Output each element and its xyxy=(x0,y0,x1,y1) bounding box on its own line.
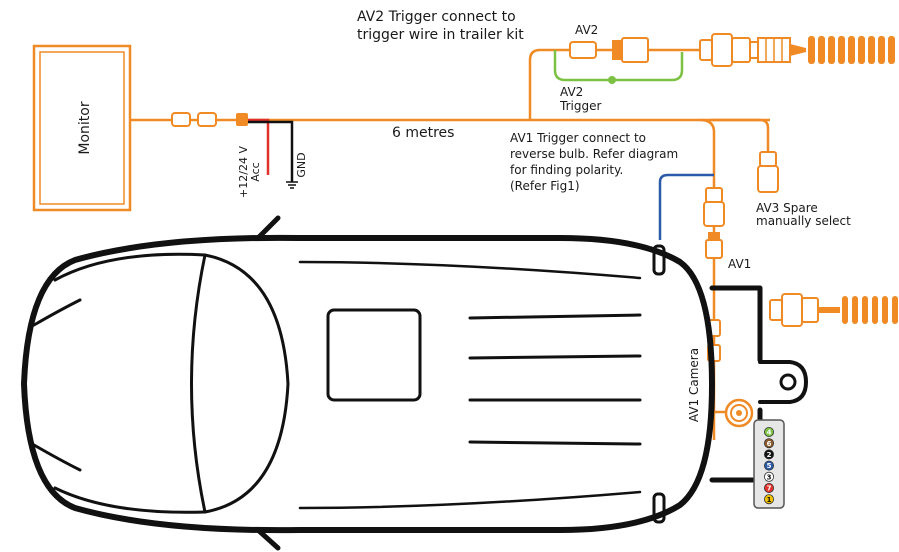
av1-label: AV1 xyxy=(728,257,751,271)
av2-trigger-note-2: trigger wire in trailer kit xyxy=(357,27,524,43)
trailer-camera-cable xyxy=(769,293,898,327)
ground-icon xyxy=(286,181,298,189)
av2-coil-cable xyxy=(808,36,895,64)
av1-camera-icon xyxy=(724,398,754,428)
av1-trigger-note-1: AV1 Trigger connect to xyxy=(510,131,646,145)
trailer-pin-label-6: 6 xyxy=(767,440,772,448)
monitor: Monitor xyxy=(32,44,132,212)
av2-branch xyxy=(528,33,895,120)
power-label-2: Acc xyxy=(249,162,262,181)
trailer-pin-5 xyxy=(764,460,775,471)
av3-label-2: manually select xyxy=(756,214,851,228)
av3-label-1: AV3 Spare xyxy=(756,201,818,215)
av1-trigger-note-4: (Refer Fig1) xyxy=(510,179,580,193)
trailer-pin-7 xyxy=(764,482,775,493)
trailer-pin-label-3: 3 xyxy=(767,473,772,481)
main-cable xyxy=(130,112,770,127)
av2-trigger-note-1: AV2 Trigger connect to xyxy=(357,9,516,25)
trailer-pin-3 xyxy=(764,471,775,482)
trailer-pin-label-7: 7 xyxy=(767,485,772,493)
trailer-pin-4 xyxy=(764,426,775,437)
av2-label: AV2 xyxy=(575,23,598,37)
av3-branch xyxy=(710,118,779,193)
car-outline xyxy=(21,215,808,551)
av2-trigger-label-1: AV2 xyxy=(560,85,583,99)
length-label: 6 metres xyxy=(392,125,454,141)
av2-trigger-label-2: Trigger xyxy=(559,99,601,113)
trailer-pin-2 xyxy=(764,449,775,460)
trailer-pin-1 xyxy=(764,494,775,505)
trailer-pin-label-1: 1 xyxy=(767,496,772,504)
power-label-1: +12/24 V xyxy=(237,146,250,198)
trailer-pin-6 xyxy=(764,438,775,449)
monitor-label: Monitor xyxy=(77,101,93,154)
av1-trigger-note-3: for finding polarity. xyxy=(510,163,623,177)
trailer-plug: 4 6 2 5 3 7 1 xyxy=(753,419,785,509)
trailer-pin-label-4: 4 xyxy=(767,429,772,437)
trailer-pin-label-2: 2 xyxy=(767,451,772,459)
av1-camera-label: AV1 Camera xyxy=(687,348,701,422)
trailer-pin-label-5: 5 xyxy=(767,462,772,470)
power-ground-wires: +12/24 V Acc GND xyxy=(237,118,308,198)
gnd-label: GND xyxy=(295,152,308,177)
av1-trigger-note-2: reverse bulb. Refer diagram xyxy=(510,147,678,161)
